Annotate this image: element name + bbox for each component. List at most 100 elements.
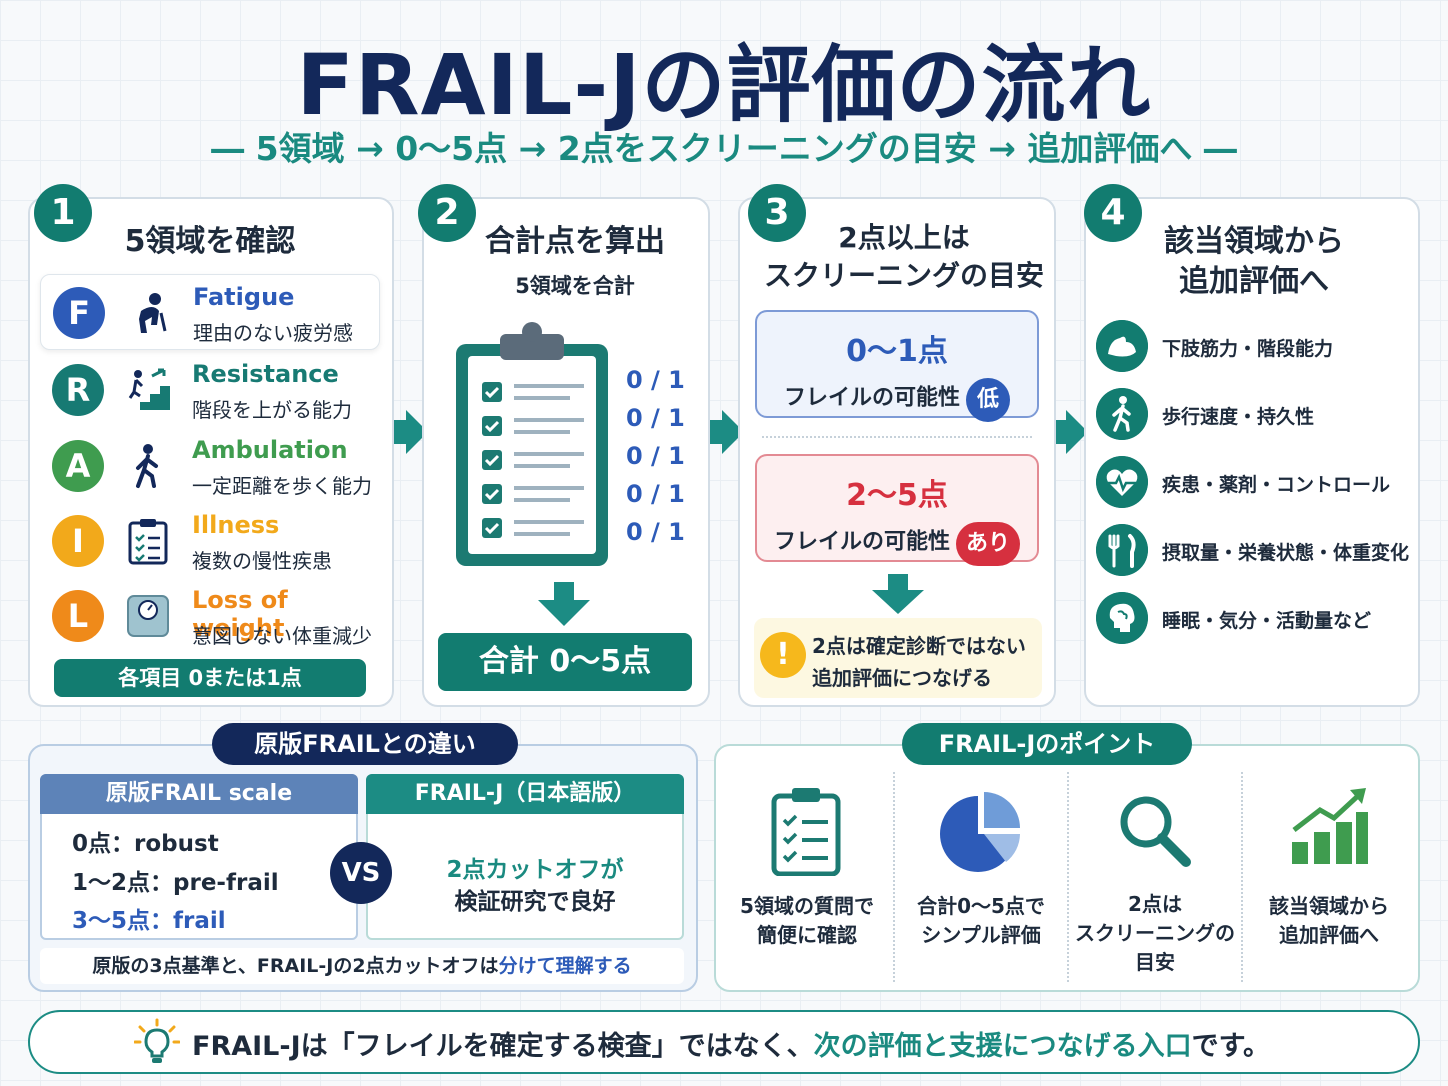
point-label-3: 該当領域から追加評価へ [1244,892,1414,950]
divider-dots [762,436,1032,438]
step3-number: 3 [748,184,806,242]
domain-row-weight: L Loss of weight 意図しない体重減少 [40,578,380,654]
eval-row-walking: 歩行速度・持久性 [1096,388,1416,444]
flow-arrow-right [1066,410,1088,454]
domain-row-resistance: R Resistance 階段を上がる能力 [40,352,380,428]
point-line: 簡便に確認 [757,923,857,947]
walking-person-icon [136,444,158,488]
down-arrow-icon [872,574,924,614]
warning-icon: ! [760,632,806,678]
eval-row-brain: 睡眠・気分・活動量など [1096,592,1416,648]
point-line: 合計0〜5点で [917,894,1045,918]
frail-j-line2: 検証研究で良好 [454,889,616,915]
walking-icon [1096,388,1148,440]
point-line: スクリーニングの [1075,921,1235,945]
domain-ja: 理由のない疲労感 [193,321,353,345]
compare-footer-emph: 分けて理解する [498,955,632,977]
magnifier-icon [1120,796,1191,867]
original-item-prefix: 3〜5点： [72,908,174,934]
domain-en: Loss of weight [192,586,288,642]
domain-row-fatigue: F Fatigue 理由のない疲労感 [40,274,380,350]
bottom-text-end: です。 [1191,1031,1270,1062]
warning-line1: 2点は確定診断ではない [812,634,1026,658]
original-item-value: pre-frail [173,870,279,896]
heart-icon [1096,456,1148,508]
step4-number: 4 [1084,184,1142,242]
frail-j-line1: 2点カットオフが [446,857,624,883]
step1-title: 5領域を確認 [124,224,296,259]
domain-ja: 意図しない体重減少 [192,624,372,648]
eval-label: 下肢筋力・階段能力 [1162,338,1334,360]
compare-footer-text: 原版の3点基準と、FRAIL-Jの2点カットオフは [92,955,499,977]
clipboard-icon [456,322,608,566]
scale-icon [127,595,169,637]
points-divider [893,772,895,982]
score-high-label: フレイルの可能性 [773,529,950,555]
frail-j-header: FRAIL-J（日本語版） [366,774,684,814]
domain-letter: L [52,590,104,642]
point-label-0: 5領域の質問で簡便に確認 [722,892,892,950]
score-low-badge: 低 [966,378,1010,422]
eval-row-heart: 疾患・薬剤・コントロール [1096,456,1416,512]
point-line: 追加評価へ [1279,923,1379,947]
eval-row-muscle: 下肢筋力・階段能力 [1096,320,1416,376]
step2-number: 2 [418,184,476,242]
bottom-text: FRAIL-Jは「フレイルを確定する検査」ではなく、 [192,1031,814,1062]
brain-icon [1096,592,1148,644]
points-divider [1241,772,1243,982]
cutlery-icon [1096,524,1148,576]
step4-title-line1: 該当領域から [1164,224,1344,259]
point-line: 2点は [1128,892,1182,916]
pie-chart-icon [940,792,1020,872]
points-tab: FRAIL-Jのポイント [902,723,1192,765]
score-low-row: フレイルの可能性低 [757,378,1037,422]
step3-title-line1: 2点以上は [838,221,970,254]
domain-letter: F [53,287,105,339]
page-subtitle: ― 5領域 → 0〜5点 → 2点をスクリーニングの目安 → 追加評価へ ― [211,129,1237,168]
checklist-score: 0 / 1 [626,404,685,432]
point-label-1: 合計0〜5点でシンプル評価 [896,892,1066,950]
eval-label: 睡眠・気分・活動量など [1162,610,1372,632]
point-line: 該当領域から [1269,894,1389,918]
score-high-row: フレイルの可能性あり [757,522,1037,566]
score-high-box: 2〜5点 フレイルの可能性あり [755,454,1039,566]
original-frail-header: 原版FRAIL scale [40,774,358,814]
growth-chart-icon [1292,788,1368,864]
domain-row-illness: I Illness 複数の慢性疾患 [40,503,380,579]
medical-checklist-icon [128,519,168,565]
domain-letter: A [52,440,104,492]
score-low-box: 0〜1点 フレイルの可能性低 [755,310,1039,422]
warning-line2: 追加評価につなげる [812,666,992,690]
score-low-range: 0〜1点 [846,334,948,369]
eval-row-nutrition: 摂取量・栄養状態・体重変化 [1096,524,1416,580]
original-item-prefix: 1〜2点： [72,870,174,896]
compare-footer: 原版の3点基準と、FRAIL-Jの2点カットオフは分けて理解する [40,948,684,984]
domain-en: Resistance [192,360,339,388]
points-divider [1067,772,1069,982]
domain-ja: 複数の慢性疾患 [192,549,332,573]
step1-number: 1 [34,184,92,242]
total-score-banner: 合計 0〜5点 [438,633,692,691]
domain-note: 各項目 0または1点 [54,659,366,697]
checklist-icon [771,788,841,876]
bottom-message: FRAIL-Jは「フレイルを確定する検査」ではなく、次の評価と支援につなげる入口… [192,1024,1270,1063]
step4-title-line2: 追加評価へ [1179,264,1329,299]
domain-letter: R [52,364,104,416]
score-low-label: フレイルの可能性 [783,385,960,411]
vs-badge: VS [330,842,392,904]
original-item-0: 0点：robust [72,824,219,858]
original-item-2: 3〜5点：frail [72,901,226,935]
eval-label: 疾患・薬剤・コントロール [1162,474,1391,496]
page-title: FRAIL-Jの評価の流れ [296,36,1152,134]
down-arrow-icon [538,582,590,626]
domain-en: Ambulation [192,436,348,464]
domain-ja: 一定距離を歩く能力 [192,474,372,498]
domain-ja: 階段を上がる能力 [192,398,352,422]
lightbulb-icon [134,1018,180,1063]
domain-row-ambulation: A Ambulation 一定距離を歩く能力 [40,428,380,504]
domain-en: Illness [192,511,280,539]
compare-tab: 原版FRAILとの違い [212,723,518,765]
checklist-score: 0 / 1 [626,366,685,394]
tired-person-icon [139,293,167,333]
checklist-score: 0 / 1 [626,518,685,546]
